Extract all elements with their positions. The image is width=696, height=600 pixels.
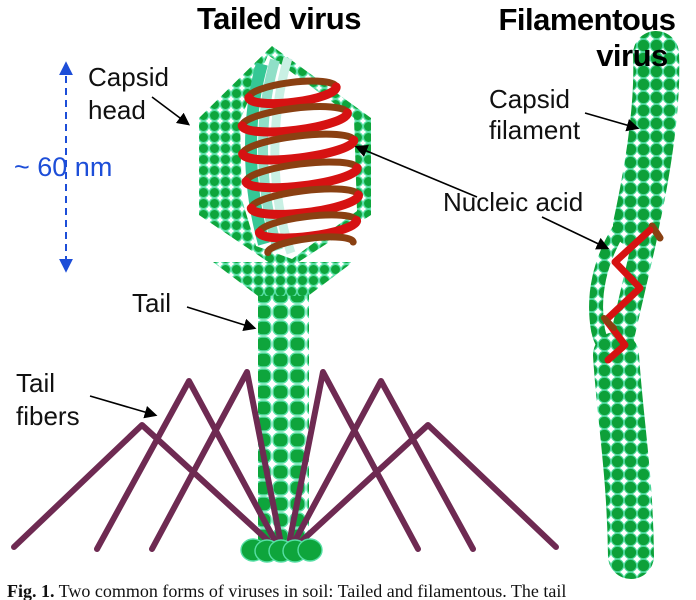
filament-nucleic-acid-helix xyxy=(601,222,664,364)
annotation-arrows xyxy=(89,96,640,419)
nucleic-acid-arrow-left xyxy=(354,145,478,198)
label-capsid-head-line2: head xyxy=(88,95,146,125)
label-capsid-filament-line1: Capsid xyxy=(489,84,570,114)
label-capsid-head: Capsid head xyxy=(88,61,169,127)
figure-caption-text: Two common forms of viruses in soil: Tai… xyxy=(54,581,567,600)
tail-collar xyxy=(213,262,353,296)
capsid-head-shape xyxy=(199,46,371,272)
figure-caption: Fig. 1. Two common forms of viruses in s… xyxy=(7,581,696,600)
label-capsid-filament-line2: filament xyxy=(489,115,581,145)
title-tailed-virus: Tailed virus xyxy=(197,1,362,36)
tail-shaft xyxy=(213,262,353,545)
label-tail: Tail xyxy=(132,288,172,318)
label-tail-fibers-line2: fibers xyxy=(16,401,80,431)
label-capsid-head-line1: Capsid xyxy=(88,62,169,92)
label-nucleic-acid: Nucleic acid xyxy=(443,187,584,217)
title-filamentous-line2: virus xyxy=(596,38,668,73)
tailed-virus-illustration xyxy=(11,46,559,563)
nucleic-acid-coil xyxy=(237,77,363,257)
teal-shade-band xyxy=(270,56,296,255)
figure-caption-number: Fig. 1. xyxy=(7,581,55,600)
filament-upper xyxy=(613,31,680,248)
capsid-head-arrow xyxy=(151,96,191,126)
filament-strand-left xyxy=(589,221,627,365)
tail-fibers-shape xyxy=(11,369,559,552)
nucleic-acid-arrow-right xyxy=(541,216,610,250)
label-tail-fibers: Tail fibers xyxy=(16,367,80,433)
filament-lower xyxy=(593,332,654,579)
baseplate xyxy=(240,538,323,563)
filamentous-virus-illustration xyxy=(589,31,680,579)
tail-arrow xyxy=(186,306,257,332)
label-scale-60nm: ~ 60 nm xyxy=(14,152,113,182)
title-filamentous-line1: Filamentous xyxy=(498,2,676,37)
tail-fibers-arrow xyxy=(89,395,158,419)
label-tail-fibers-line1: Tail xyxy=(16,368,56,398)
capsid-filament-arrow xyxy=(584,112,640,132)
label-capsid-filament: Capsid filament xyxy=(489,84,580,146)
